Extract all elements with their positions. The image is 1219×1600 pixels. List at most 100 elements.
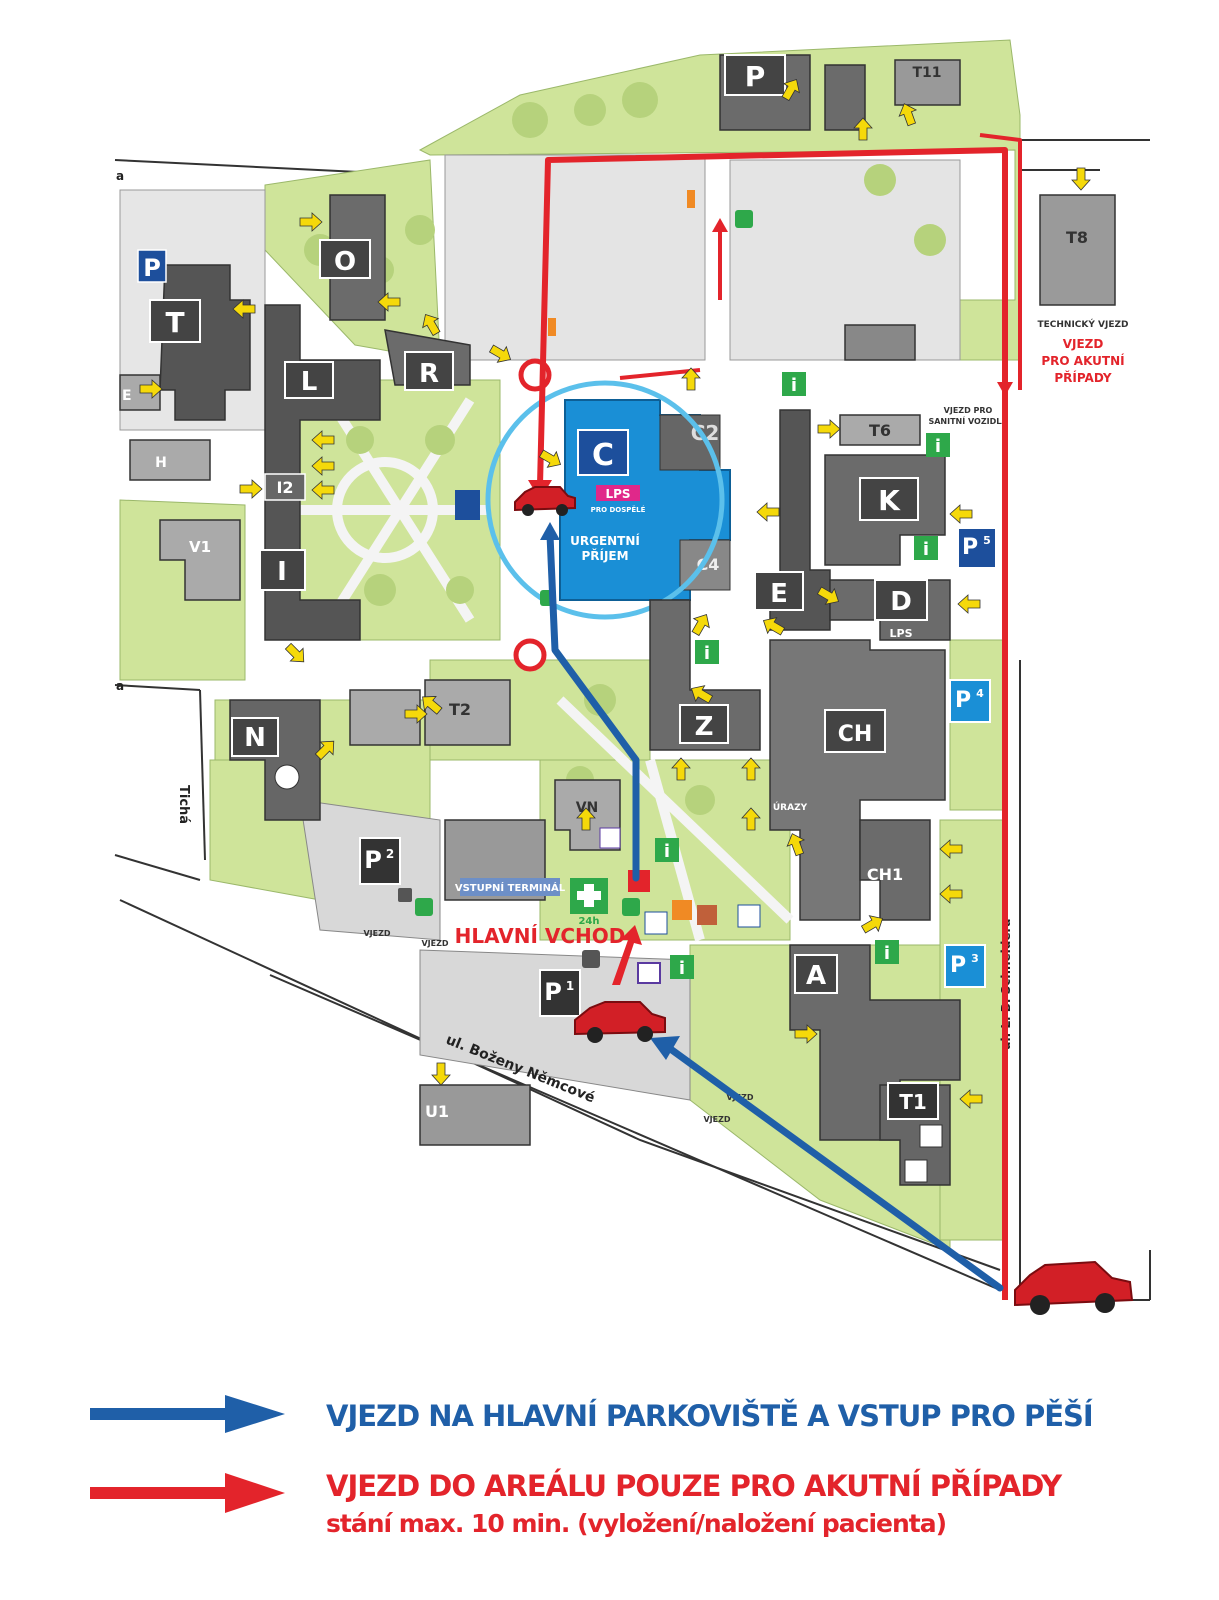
info-icon: i xyxy=(679,958,685,979)
info-icon: i xyxy=(791,375,797,396)
building-t2-label: T2 xyxy=(449,700,471,719)
vjezd-akutni-line2: PRO AKUTNÍ xyxy=(1041,353,1125,368)
building-p-label: P xyxy=(745,60,766,93)
vjezd-akutni-line1: VJEZD xyxy=(1063,337,1104,351)
building-v1-label: V1 xyxy=(189,538,211,556)
building-n-label: N xyxy=(244,723,266,753)
vjezd-sanitni-line1: VJEZD PRO xyxy=(944,406,993,415)
building-o-label: O xyxy=(334,247,356,277)
legend-blue-row: VJEZD NA HLAVNÍ PARKOVIŠTĚ A VSTUP PRO P… xyxy=(0,1387,1219,1447)
barrier-icon xyxy=(687,190,695,208)
building-c-label-box xyxy=(577,429,629,476)
parking-lots xyxy=(299,154,961,1101)
street-edge-label-mid: a xyxy=(116,679,124,693)
info-icon: i xyxy=(923,539,929,560)
info-icon: i xyxy=(704,643,710,664)
building-t8-label: T8 xyxy=(1066,228,1088,247)
building-k-label: K xyxy=(878,484,901,517)
building-labels: P T11 T8 O R P T E H L I2 I V1 N T2 Z E … xyxy=(122,54,1088,1121)
building-l-label: L xyxy=(301,367,318,397)
street-ticha: Tichá xyxy=(176,785,191,824)
car-icon xyxy=(574,1001,666,1043)
entrance-arrows xyxy=(139,78,1091,1109)
main-entrance-arrow xyxy=(612,925,642,985)
building-e-label: E xyxy=(770,579,788,609)
car-icon xyxy=(514,486,576,516)
building-ch-label: CH xyxy=(838,722,873,747)
p1-sign: P xyxy=(544,978,562,1006)
shop-icon xyxy=(672,900,692,920)
red-emergency-route xyxy=(537,133,1022,1300)
vjezd-label: VJEZD xyxy=(421,939,448,948)
vjezd-label: VJEZD xyxy=(363,929,390,938)
building-i2-label: I2 xyxy=(276,478,293,497)
prijem-label: PŘÍJEM xyxy=(581,548,628,563)
building-e-edge-label: E xyxy=(122,388,132,404)
blue-arrow-icon xyxy=(90,1395,285,1433)
info-icon: i xyxy=(884,943,890,964)
vjezd-sanitni-line2: SANITNÍ VOZIDLA xyxy=(928,415,1008,426)
legend-red-subtext: stání max. 10 min. (vyložení/naložení pa… xyxy=(326,1509,947,1538)
building-vn-label: VN xyxy=(576,800,599,816)
red-arrow-icon xyxy=(90,1473,285,1513)
building-t11-label: T11 xyxy=(912,65,941,81)
building-d-label: D xyxy=(890,587,912,617)
sun-icon xyxy=(904,1159,928,1183)
building-t1-label: T1 xyxy=(899,1090,927,1114)
parking-p-top-left-label: P xyxy=(143,254,161,282)
car-icon xyxy=(1014,1260,1134,1315)
restaurant-icon xyxy=(455,490,480,520)
medical-cross-icon xyxy=(919,1124,943,1148)
building-t-label: T xyxy=(165,306,184,339)
hospital-campus-map: C C2 C4 LPS PRO DOSPĚLÉ URGENTNÍ PŘÍJEM xyxy=(114,39,1151,1315)
p3-sign: P xyxy=(950,953,966,978)
p2-sign: P xyxy=(364,846,382,874)
building-t6-label: T6 xyxy=(869,421,891,440)
info-icon: i xyxy=(935,436,941,457)
hlavni-vchod-label: HLAVNÍ VCHOD xyxy=(455,924,626,948)
p3-sub: 3 xyxy=(971,952,979,965)
p2-sub: 2 xyxy=(386,847,394,861)
building-h-label: H xyxy=(155,455,167,471)
barrier-icon xyxy=(548,318,556,336)
p5-sub: 5 xyxy=(983,534,991,547)
building-ch1-label: CH1 xyxy=(867,865,903,884)
dental-icon xyxy=(274,764,300,790)
lps-c-label: LPS xyxy=(605,487,630,501)
building-u1-label: U1 xyxy=(425,1102,449,1121)
emergency-highlight-ring xyxy=(485,380,725,620)
entry-terminal: VSTUPNÍ TERMINÁL xyxy=(455,878,566,896)
p1-sub: 1 xyxy=(566,979,574,993)
urgentni-label: URGENTNÍ xyxy=(570,533,640,548)
vjezd-akutni-line3: PŘÍPADY xyxy=(1054,370,1112,385)
cafe-icon xyxy=(697,905,717,925)
building-r-label: R xyxy=(419,359,439,389)
pro-dospele-label: PRO DOSPĚLÉ xyxy=(591,505,646,514)
p4-sub: 4 xyxy=(976,687,984,700)
building-z-label: Z xyxy=(695,712,714,742)
bus-stop-icon xyxy=(637,962,661,984)
blue-main-route xyxy=(546,531,1004,1292)
info-signs: i i i i i i i 24h xyxy=(274,190,950,1183)
emergency-building-c[interactable]: C C2 C4 LPS PRO DOSPĚLÉ URGENTNÍ PŘÍJEM xyxy=(559,399,731,601)
vstupni-terminal-label: VSTUPNÍ TERMINÁL xyxy=(455,881,566,894)
street-edge-label-top: a xyxy=(116,169,124,183)
building-i-label: I xyxy=(277,557,287,587)
legend-red-text: VJEZD DO AREÁLU POUZE PRO AKUTNÍ PŘÍPADY xyxy=(326,1469,1062,1503)
blue-route-heads xyxy=(540,522,680,1060)
info-icon: i xyxy=(664,841,670,862)
technicky-vjezd-label: TECHNICKÝ VJEZD xyxy=(1038,318,1129,330)
legend-blue-text: VJEZD NA HLAVNÍ PARKOVIŠTĚ A VSTUP PRO P… xyxy=(326,1399,1094,1433)
building-c-label: C xyxy=(592,438,614,473)
p5-sign: P xyxy=(962,535,978,560)
cart-icon xyxy=(737,904,761,928)
map-legend: VJEZD NA HLAVNÍ PARKOVIŠTĚ A VSTUP PRO P… xyxy=(0,1380,1219,1600)
atm-icon xyxy=(644,911,668,935)
p4-sign: P xyxy=(955,688,971,713)
urazy-label: ÚRAZY xyxy=(773,801,808,813)
vjezd-label: VJEZD xyxy=(703,1115,730,1124)
lps-badge xyxy=(596,485,640,501)
h24-label: 24h xyxy=(578,916,599,927)
wheelchair-icon xyxy=(599,827,621,849)
legend-red-row: VJEZD DO AREÁLU POUZE PRO AKUTNÍ PŘÍPADY… xyxy=(0,1465,1219,1538)
